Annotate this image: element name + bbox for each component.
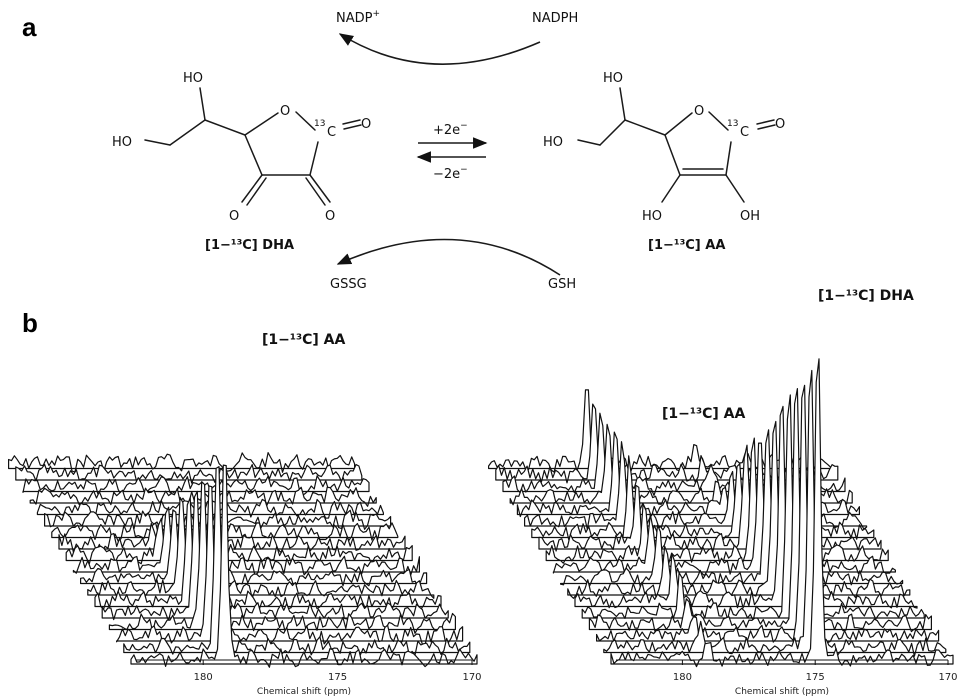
aa-molecule: HO HO O 13 C O HO OH xyxy=(543,71,785,224)
spectrum-trace xyxy=(567,420,911,599)
oxidation-label: −2e− xyxy=(433,165,468,182)
dha-keto-o-1: O xyxy=(229,209,239,224)
x-tick-label: 180 xyxy=(194,672,213,683)
x-tick-label: 170 xyxy=(462,672,481,683)
gsh-label: GSH xyxy=(548,277,576,292)
spectrum-trace xyxy=(610,358,954,668)
spectrum-right-peak-label-aa: [1−¹³C] AA xyxy=(662,406,746,422)
aa-ho-1: HO xyxy=(543,135,563,150)
x-tick-label: 180 xyxy=(673,672,692,683)
aa-enol-oh-2: OH xyxy=(740,209,760,224)
aa-ring-o: O xyxy=(694,104,704,119)
spectrum-trace xyxy=(574,405,918,610)
spectrum-trace xyxy=(116,485,464,646)
spectrum-trace xyxy=(581,394,925,622)
spectrum-trace xyxy=(588,388,932,633)
dha-molecule: HO HO O 13 C O O O xyxy=(112,71,371,224)
aa-carbon: C xyxy=(740,125,749,140)
aa-carbonyl-o: O xyxy=(775,117,785,132)
spectrum-trace xyxy=(545,437,889,565)
spectrum-trace xyxy=(101,490,449,622)
dha-ho-1: HO xyxy=(112,135,132,150)
spectrum-trace xyxy=(72,506,420,577)
spectrum-trace xyxy=(80,509,428,588)
dha-caption: [1−¹³C] DHA xyxy=(205,238,294,253)
redox-scheme: NADP+ NADPH GSSG GSH +2e− −2e− xyxy=(112,9,785,292)
spectrum-trace xyxy=(15,463,363,484)
spectrum-trace xyxy=(552,442,896,577)
spectrum-left-peak-label: [1−¹³C] AA xyxy=(262,332,346,348)
spectrum-trace xyxy=(58,522,406,553)
spectrum-trace xyxy=(22,475,370,496)
aa-isotope: 13 xyxy=(727,119,738,129)
aa-ho-2: HO xyxy=(603,71,623,86)
spectrum-trace xyxy=(65,517,413,565)
panel-letter-a: a xyxy=(22,12,37,42)
nadph-label: NADPH xyxy=(532,11,578,26)
panel-letter-b: b xyxy=(22,308,38,338)
dha-carbonyl-o: O xyxy=(361,117,371,132)
nadph-oxidation-arrow xyxy=(338,33,541,65)
spectrum-trace xyxy=(94,497,442,611)
spectrum-trace xyxy=(603,369,947,657)
gsh-oxidation-arrow xyxy=(336,238,561,276)
x-tick-label: 175 xyxy=(328,672,347,683)
spectrum-right-peak-label-dha: [1−¹³C] DHA xyxy=(818,288,914,304)
spectrum-trace xyxy=(8,452,356,473)
nadp-label: NADP+ xyxy=(336,9,380,26)
dha-carbon: C xyxy=(327,125,336,140)
x-axis-title: Chemical shift (ppm) xyxy=(257,687,351,697)
spectrum-trace xyxy=(123,466,471,656)
spectrum-trace xyxy=(538,444,882,553)
dha-ring-o: O xyxy=(280,104,290,119)
dha-isotope: 13 xyxy=(314,119,325,129)
dha-keto-o-2: O xyxy=(325,209,335,224)
x-axis-title: Chemical shift (ppm) xyxy=(735,687,829,697)
gssg-label: GSSG xyxy=(330,277,367,292)
x-tick-label: 170 xyxy=(938,672,957,683)
aa-enol-oh-1: HO xyxy=(642,209,662,224)
reduction-label: +2e− xyxy=(433,121,468,138)
spectrum-trace xyxy=(560,429,904,588)
spectrum-trace xyxy=(108,481,456,634)
dha-ho-2: HO xyxy=(183,71,203,86)
spectrum-trace xyxy=(596,384,940,646)
x-tick-label: 175 xyxy=(806,672,825,683)
spectrum-trace xyxy=(130,464,478,668)
aa-caption: [1−¹³C] AA xyxy=(648,238,725,253)
